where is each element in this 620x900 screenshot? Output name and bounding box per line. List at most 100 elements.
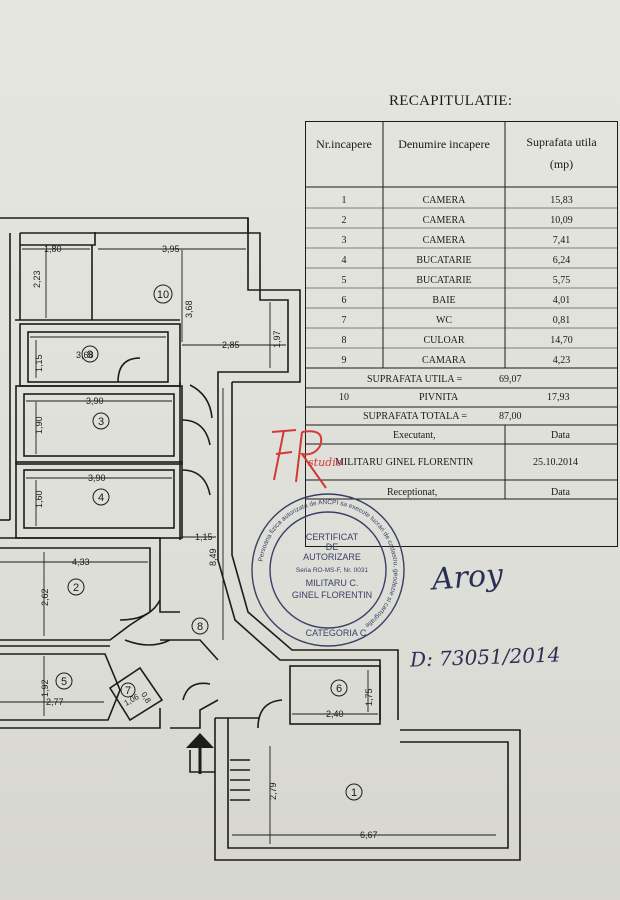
entrance-arrow: [186, 733, 214, 774]
dim-label: 1,75: [364, 688, 374, 706]
room-number-3: 3: [98, 416, 104, 428]
dim-label: 3,68: [76, 350, 94, 360]
plan-room-2: [0, 547, 151, 641]
plan-door: [117, 357, 141, 383]
dim-label: 1,15: [195, 532, 213, 542]
receptionat-label: Receptionat,: [387, 487, 438, 498]
room-number-9: 9: [87, 349, 93, 361]
room-circle-4: [92, 488, 110, 506]
plan-wall: [0, 217, 249, 234]
cellar-area: 17,93: [547, 392, 570, 403]
dim-label: 4,33: [72, 557, 90, 567]
cellar-name: PIVNITA: [419, 392, 459, 403]
dim-label: 1,60: [34, 490, 44, 508]
header-name: Denumire incapere: [398, 137, 490, 151]
room-number-6: 6: [336, 683, 342, 695]
room-circle-2: [67, 578, 85, 596]
recap-cell-nr: 8: [341, 335, 347, 346]
logo-text: studio: [308, 456, 343, 469]
stamp-line-1: CERTIFICAT: [306, 532, 359, 542]
dim-label: 1,92: [40, 679, 50, 697]
room-number-4: 4: [98, 492, 104, 504]
stamp-name-1: MILITARU C.: [306, 578, 359, 588]
useful-area-label: SUPRAFATA UTILA =: [367, 374, 463, 385]
room-circle-9: [81, 345, 99, 363]
header-area-1: Suprafata utila: [526, 135, 597, 149]
plan-door: [189, 384, 213, 419]
recap-cell-area: 5,75: [552, 275, 571, 286]
stamp-line-3: AUTORIZARE: [303, 552, 361, 562]
plan-room-2-outer: [0, 537, 180, 613]
room-circle-8: [191, 617, 209, 635]
dim-label: 2,23: [32, 270, 42, 288]
room-circle-1: [345, 783, 363, 801]
stamp-ring-text: Persoana fizica autorizata de ANCPI sa e…: [258, 499, 399, 629]
recap-cell-nr: 3: [341, 235, 347, 246]
plan-stairs: [230, 759, 250, 801]
dim-label: 3,90: [86, 396, 104, 406]
recap-cell-name: CAMERA: [422, 235, 466, 246]
executant-name: MILITARU GINEL FLORENTIN: [335, 457, 474, 468]
room-number-2: 2: [73, 582, 79, 594]
recap-cell-nr: 6: [341, 295, 347, 306]
dim-label: 0,8: [139, 691, 153, 706]
total-area-label: SUPRAFATA TOTALA =: [363, 411, 468, 422]
recap-cell-name: WC: [435, 315, 453, 326]
plan-wall: [231, 382, 399, 720]
recap-cell-nr: 9: [341, 355, 347, 366]
plan-room-6: [289, 665, 381, 725]
plan-wall: [217, 232, 289, 382]
room-number-8: 8: [197, 621, 203, 633]
plan-room-3: [23, 393, 175, 457]
plan-room-9: [27, 331, 169, 383]
recap-cell-name: CAMERA: [422, 195, 466, 206]
dim-label: 1,97: [272, 330, 282, 348]
plan-room-4: [23, 469, 175, 529]
recap-cell-nr: 7: [341, 315, 347, 326]
recap-table-grid: [305, 121, 618, 547]
room-circle-7: [120, 682, 136, 698]
dim-label: 6,67: [360, 830, 378, 840]
stamp-category: CATEGORIA C: [306, 628, 367, 638]
recap-cell-name: BUCATARIE: [416, 275, 472, 286]
recap-title: RECAPITULATIE:: [389, 93, 513, 109]
stamp-serie: Seria RO-MS-F, Nr. 0031: [296, 567, 369, 574]
recap-cell-name: CULOAR: [423, 335, 465, 346]
recap-cell-name: CAMARA: [422, 355, 466, 366]
plan-room-9-outer: [19, 323, 181, 387]
plan-wall: [227, 718, 509, 849]
recap-cell-nr: 1: [341, 195, 347, 206]
studio-logo: studio: [271, 429, 343, 489]
date-label: Data: [551, 430, 570, 441]
recap-cell-area: 4,23: [552, 355, 571, 366]
recap-cell-area: 10,09: [550, 215, 573, 226]
dim-label: 3,68: [184, 300, 194, 318]
authorization-stamp: Persoana fizica autorizata de ANCPI sa e…: [251, 493, 405, 647]
plan-door: [182, 682, 211, 701]
recap-cell-area: 14,70: [550, 335, 573, 346]
plan-wall: [189, 750, 215, 773]
recap-row: 9 CAMARA 4,23: [305, 351, 618, 371]
plan-door: [181, 419, 211, 446]
recap-cell-area: 6,24: [552, 255, 571, 266]
stamp-name-2: GINEL FLORENTIN: [292, 590, 372, 600]
total-area-value: 87,00: [499, 411, 522, 422]
dim-label: 1,90: [34, 416, 44, 434]
plan-room-3-outer: [15, 385, 183, 465]
recap-cell-nr: 4: [341, 255, 347, 266]
room-number-5: 5: [61, 676, 67, 688]
room-circle-5: [55, 672, 73, 690]
room-number-7: 7: [125, 685, 131, 697]
header-nr: Nr.incapere: [316, 137, 372, 151]
recap-row: 8 CULOAR 14,70: [305, 331, 618, 351]
room-circle-6: [330, 679, 348, 697]
plan-wall: [214, 718, 521, 861]
recap-cell-area: 4,01: [552, 295, 571, 306]
plan-wall: [232, 218, 301, 383]
dim-label: 1,15: [34, 354, 44, 372]
